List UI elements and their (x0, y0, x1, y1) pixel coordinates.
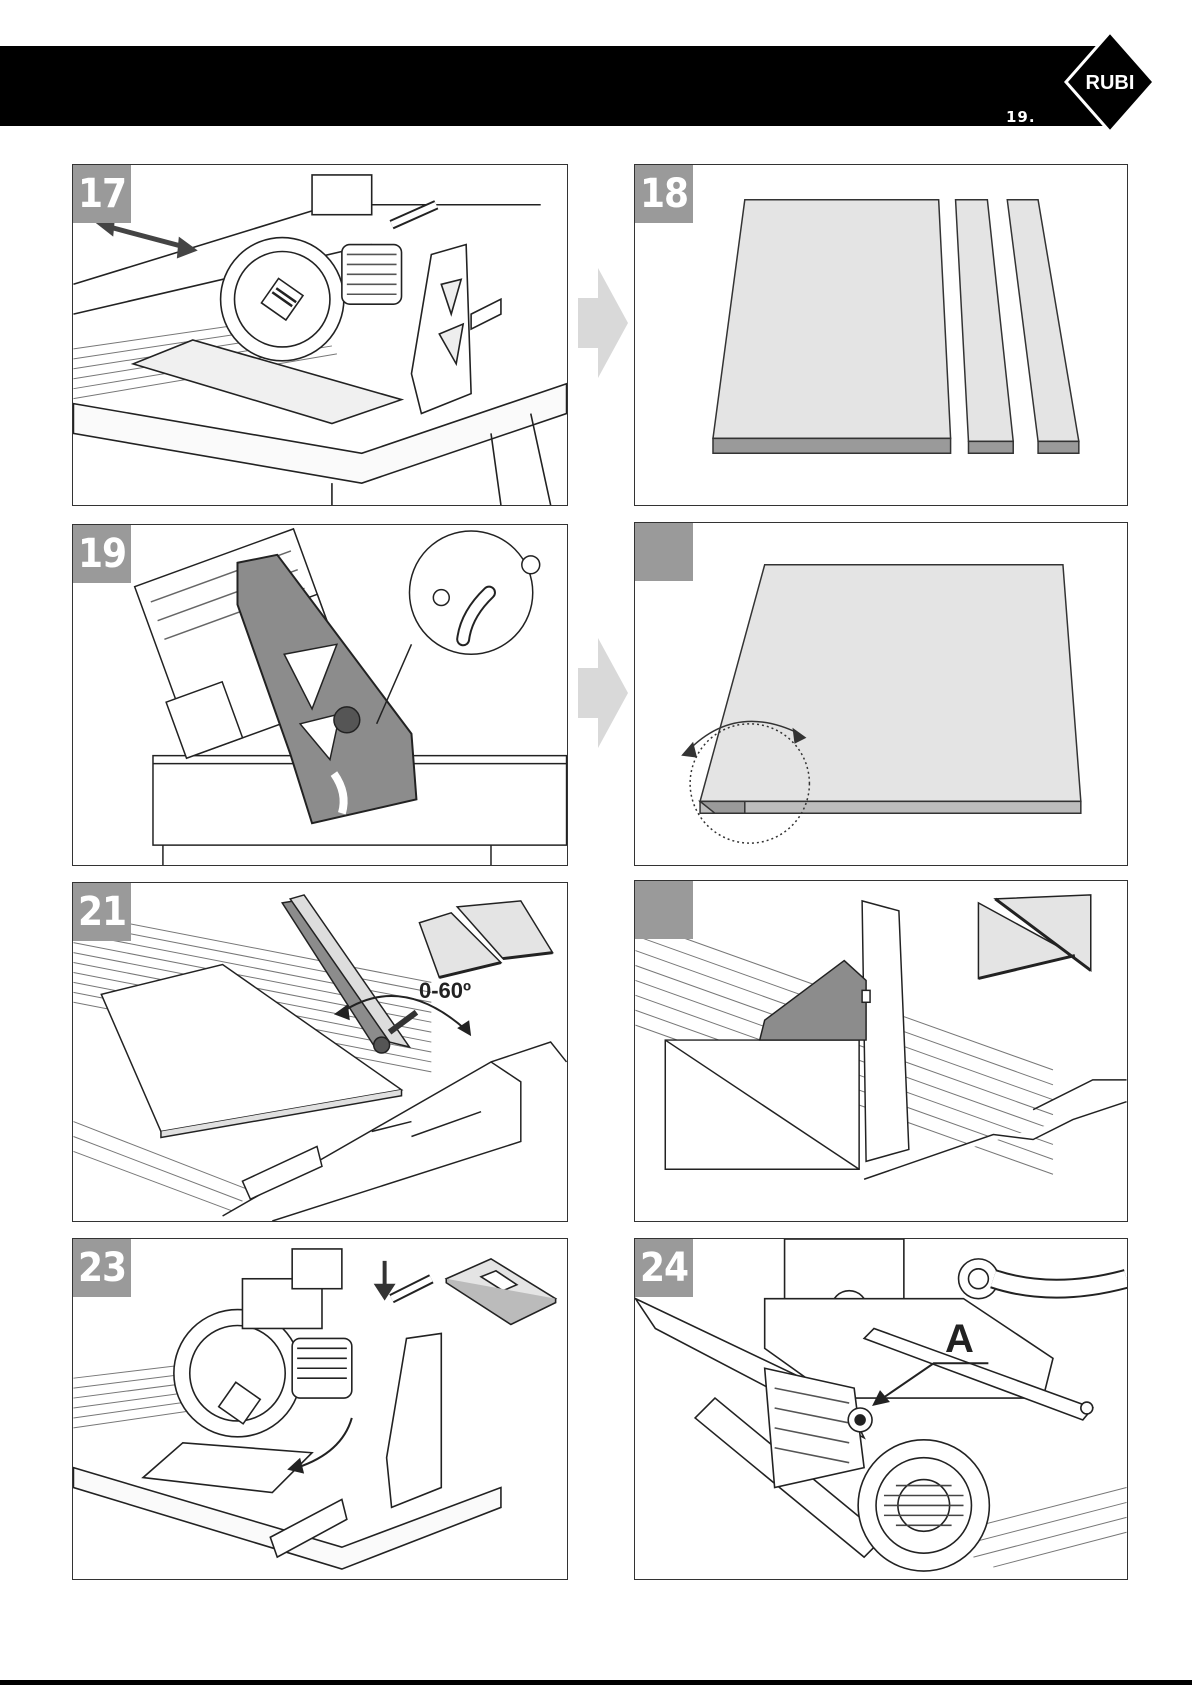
page-number: 19. (1006, 108, 1036, 126)
miter-cut-illustration (635, 881, 1127, 1221)
panel-23: 23 (72, 1238, 568, 1580)
panel-18: 18 (634, 164, 1128, 506)
panel-21: 21 0-60º (72, 882, 568, 1222)
step-number-badge: 23 (73, 1239, 131, 1297)
panel-22 (634, 880, 1128, 1222)
step-arrow-2 (578, 638, 628, 748)
panel-24: 24 A (634, 1238, 1128, 1580)
saw-slide-illustration (73, 165, 567, 505)
miter-guide-illustration (73, 883, 567, 1221)
step-number-badge (635, 523, 693, 581)
angle-range-label: 0-60º (419, 978, 471, 1004)
rubi-logo: RUBI (1050, 30, 1170, 140)
step-number-badge (635, 881, 693, 939)
step-number-badge: 21 (73, 883, 131, 941)
step-number-badge: 24 (635, 1239, 693, 1297)
callout-label-a: A (945, 1317, 974, 1362)
footer-line (0, 1680, 1192, 1685)
panel-20 (634, 522, 1128, 866)
step-number-badge: 17 (73, 165, 131, 223)
step-arrow-1 (578, 268, 628, 378)
plunge-cut-illustration (73, 1239, 567, 1579)
tile-strips-illustration (635, 165, 1127, 505)
panel-17: 17 (72, 164, 568, 506)
bevel-tile-illustration (635, 523, 1127, 865)
header-band (0, 46, 1106, 126)
logo-text: RUBI (1086, 72, 1135, 94)
panel-19: 19 (72, 524, 568, 866)
step-number-badge: 18 (635, 165, 693, 223)
lever-detail-illustration (635, 1239, 1127, 1579)
step-number-badge: 19 (73, 525, 131, 583)
tilt-guide-illustration (73, 525, 567, 865)
